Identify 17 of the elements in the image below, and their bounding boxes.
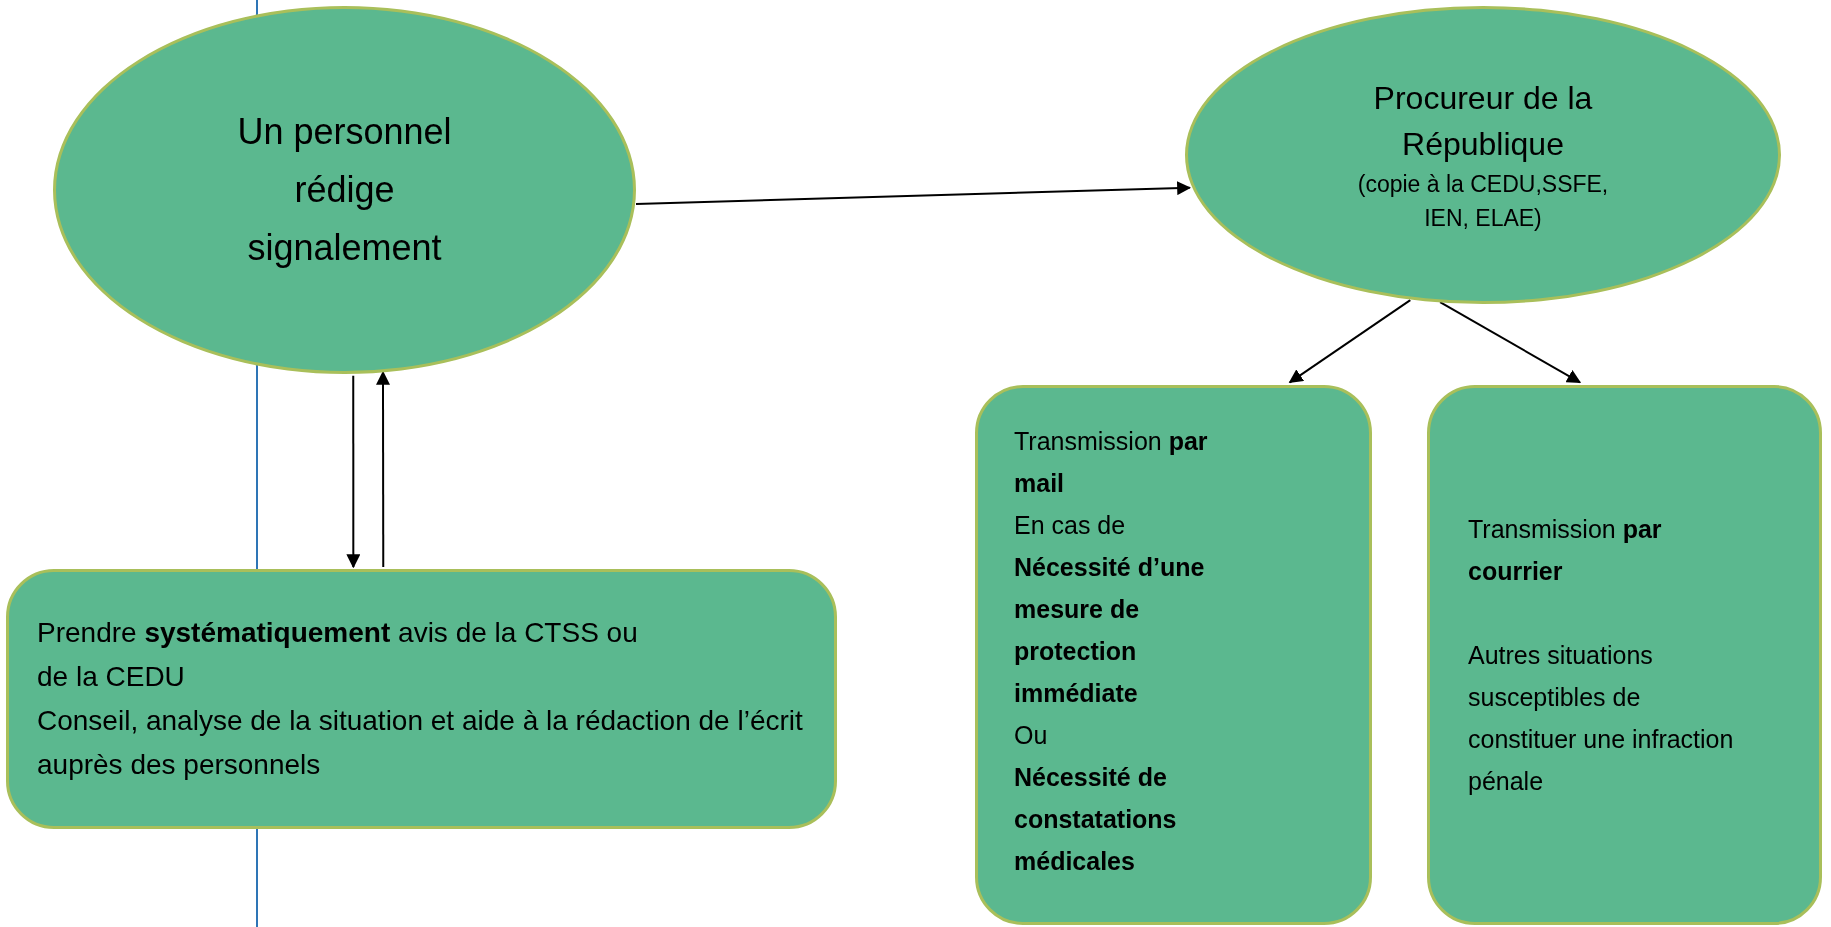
rounded-box xyxy=(1427,385,1822,925)
node-text: Nécessité d’une mesure de protection immédiate xyxy=(1014,552,1206,709)
node-text: Nécessité de constatations médicales xyxy=(1014,762,1178,877)
node-text: Un personnel rédige signalement xyxy=(236,110,453,270)
node-text: En cas de xyxy=(1014,510,1127,541)
node-text: (copie à la CEDU,SSFE, IEN, ELAE) xyxy=(1356,170,1610,233)
node-text: Procureur de la République xyxy=(1372,79,1594,164)
rounded-box xyxy=(6,569,837,829)
node-text: Transmission par mail xyxy=(1014,426,1209,499)
node-text: Autres situations susceptibles de constituer une infraction pénale xyxy=(1468,640,1735,797)
node-text: Conseil, analyse de la situation et aide à la rédaction de l’écrit auprès des personnels xyxy=(37,704,804,782)
node-text: Transmission par courrier xyxy=(1468,514,1663,587)
arrow xyxy=(1288,299,1412,384)
rounded-box xyxy=(975,385,1372,925)
arrow xyxy=(346,374,361,569)
node-text: Prendre systématiquement avis de la CTSS ou de la CEDU xyxy=(37,616,639,694)
node-text: Ou xyxy=(1014,720,1049,751)
